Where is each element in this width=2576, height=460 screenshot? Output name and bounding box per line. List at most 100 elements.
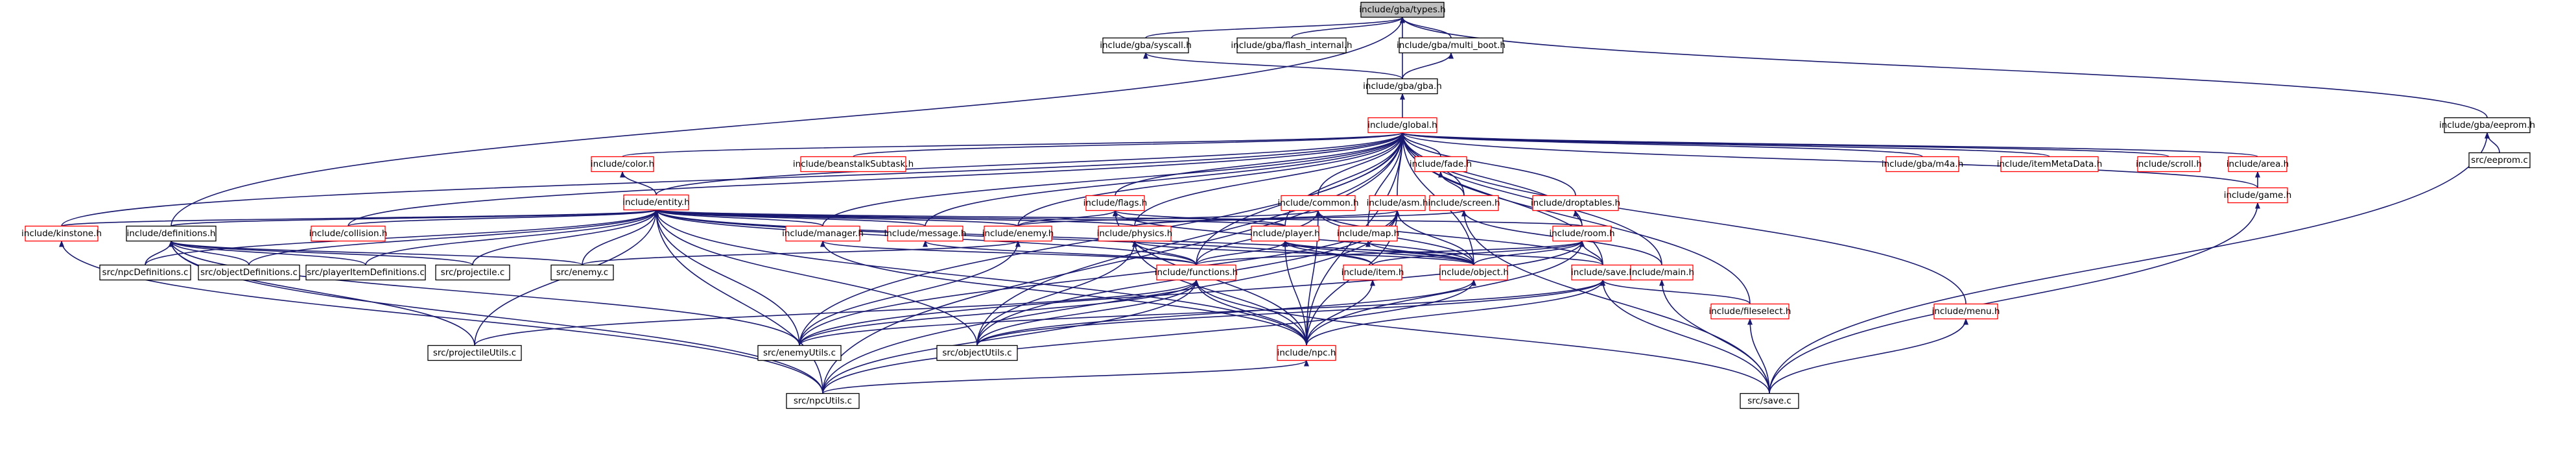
- edge-enemyutils-to-definitions: [169, 240, 800, 346]
- node-enemyutils[interactable]: src/enemyUtils.c: [757, 345, 842, 361]
- node-npch[interactable]: include/npc.h: [1277, 345, 1336, 361]
- node-flags[interactable]: include/flags.h: [1083, 195, 1148, 212]
- edge-enemyc-to-enemyh: [582, 240, 1021, 266]
- node-enemyc[interactable]: src/enemy.c: [550, 264, 614, 281]
- node-fade[interactable]: include/fade.h: [1410, 156, 1472, 173]
- node-box-fade: [1414, 156, 1467, 173]
- node-eepromc[interactable]: src/eeprom.c: [2468, 152, 2531, 169]
- node-item[interactable]: include/item.h: [1341, 264, 1404, 281]
- node-label-save: include/save.h: [1571, 267, 1635, 278]
- node-label-screen: include/screen.h: [1428, 198, 1500, 208]
- edge-m4a-to-global: [1400, 132, 1923, 158]
- node-itemmeta[interactable]: include/itemMetaData.h: [1997, 156, 2103, 173]
- node-box-definitions: [126, 225, 217, 242]
- node-box-m4a: [1885, 156, 1959, 173]
- edge-common-to-global: [1318, 132, 1405, 196]
- node-box-game: [2227, 187, 2288, 204]
- node-definitions[interactable]: include/definitions.h: [126, 225, 217, 242]
- node-kinstone[interactable]: include/kinstone.h: [21, 225, 102, 242]
- node-physics[interactable]: include/physics.h: [1097, 225, 1173, 242]
- node-pidefs[interactable]: src/playerItemDefinitions.c: [305, 264, 426, 281]
- edge-enemyh-to-common: [1017, 210, 1321, 227]
- node-manager[interactable]: include/manager.h: [782, 225, 864, 242]
- edge-objutils-to-functions: [976, 279, 1199, 346]
- node-label-beanstalk: include/beanstalkSubtask.h: [793, 159, 914, 169]
- nodes-layer: include/gba/types.h include/gba/syscall.h…: [21, 1, 2535, 409]
- edge-entity-to-global: [656, 132, 1405, 195]
- node-eepromh[interactable]: include/gba/eeprom.h: [2439, 117, 2535, 134]
- edge-gba-to-syscall: [1143, 52, 1403, 80]
- node-label-functions: include/functions.h: [1155, 267, 1238, 278]
- node-gba[interactable]: include/gba/gba.h: [1363, 78, 1442, 95]
- node-box-flash: [1236, 37, 1347, 54]
- node-mainh[interactable]: include/main.h: [1629, 264, 1694, 281]
- node-asm[interactable]: include/asm.h: [1367, 195, 1428, 212]
- node-label-menu: include/menu.h: [1932, 306, 2000, 317]
- node-npcdefs[interactable]: src/npcDefinitions.c: [99, 264, 191, 281]
- node-box-flags: [1085, 195, 1145, 212]
- node-map[interactable]: include/map.h: [1337, 225, 1399, 242]
- edge-objecth-to-entity: [654, 209, 1474, 266]
- node-syscall[interactable]: include/gba/syscall.h: [1100, 37, 1192, 54]
- edge-enemyc-to-entity: [582, 209, 659, 265]
- node-box-item: [1343, 264, 1402, 281]
- node-screen[interactable]: include/screen.h: [1428, 195, 1500, 212]
- node-objdefs[interactable]: src/objectDefinitions.c: [198, 264, 300, 281]
- node-label-kinstone: include/kinstone.h: [21, 228, 102, 239]
- node-player[interactable]: include/player.h: [1250, 225, 1320, 242]
- node-savec[interactable]: src/save.c: [1740, 393, 1799, 409]
- node-multiboot[interactable]: include/gba/multi_boot.h: [1397, 37, 1506, 54]
- edge-flags-to-global: [1115, 132, 1405, 196]
- node-types[interactable]: include/gba/types.h: [1359, 1, 1446, 18]
- edge-manager-to-entity: [654, 209, 823, 227]
- node-room[interactable]: include/room.h: [1549, 225, 1615, 242]
- node-global[interactable]: include/global.h: [1367, 117, 1437, 134]
- node-menu[interactable]: include/menu.h: [1932, 303, 2000, 320]
- node-box-menu: [1933, 303, 1998, 320]
- node-box-npcutils: [786, 393, 860, 409]
- node-box-objdefs: [198, 264, 300, 281]
- edge-enemyh-to-global: [1017, 132, 1405, 226]
- node-label-itemmeta: include/itemMetaData.h: [1997, 159, 2103, 169]
- edge-savec-to-save: [1600, 279, 1770, 394]
- edge-npch-to-manager: [820, 240, 1307, 346]
- node-objutils[interactable]: src/objectUtils.c: [936, 345, 1018, 361]
- node-label-color: include/color.h: [591, 159, 654, 169]
- node-box-gba: [1367, 78, 1438, 95]
- node-collision[interactable]: include/collision.h: [309, 225, 388, 242]
- node-box-screen: [1429, 195, 1499, 212]
- node-projectile[interactable]: src/projectile.c: [435, 264, 510, 281]
- edge-save-to-player: [1282, 240, 1603, 266]
- node-message[interactable]: include/message.h: [884, 225, 967, 242]
- node-common[interactable]: include/common.h: [1277, 195, 1359, 212]
- node-save[interactable]: include/save.h: [1571, 264, 1635, 281]
- node-m4a[interactable]: include/gba/m4a.h: [1882, 156, 1963, 173]
- node-functions[interactable]: include/functions.h: [1155, 264, 1238, 281]
- node-objecth[interactable]: include/object.h: [1439, 264, 1509, 281]
- node-entity[interactable]: include/entity.h: [622, 194, 690, 211]
- node-box-itemmeta: [2000, 156, 2099, 173]
- edge-enemyutils-to-enemyh: [799, 240, 1021, 346]
- node-scroll[interactable]: include/scroll.h: [2136, 156, 2202, 173]
- node-beanstalk[interactable]: include/beanstalkSubtask.h: [793, 156, 914, 173]
- node-color[interactable]: include/color.h: [591, 156, 654, 173]
- node-fileselect[interactable]: include/fileselect.h: [1709, 303, 1791, 320]
- node-enemyh[interactable]: include/enemy.h: [982, 225, 1054, 242]
- node-npcutils[interactable]: src/npcUtils.c: [786, 393, 860, 409]
- edge-collision-to-entity: [348, 209, 659, 227]
- node-flash[interactable]: include/gba/flash_internal.h: [1231, 37, 1353, 54]
- edge-map-to-global: [1367, 132, 1405, 226]
- node-area[interactable]: include/area.h: [2227, 156, 2289, 173]
- node-projutils[interactable]: src/projectileUtils.c: [427, 345, 522, 361]
- edge-functions-to-message: [923, 240, 1197, 266]
- node-game[interactable]: include/game.h: [2224, 187, 2292, 204]
- edge-npch-to-player: [1282, 240, 1307, 346]
- node-label-droptables: include/droptables.h: [1531, 198, 1620, 208]
- edge-scroll-to-global: [1400, 132, 2169, 158]
- node-droptables[interactable]: include/droptables.h: [1531, 195, 1620, 212]
- edge-savec-to-game: [1769, 202, 2260, 394]
- edge-definitions-to-entity: [171, 209, 659, 227]
- node-box-player: [1251, 225, 1319, 242]
- edge-npch-to-save: [1306, 279, 1605, 346]
